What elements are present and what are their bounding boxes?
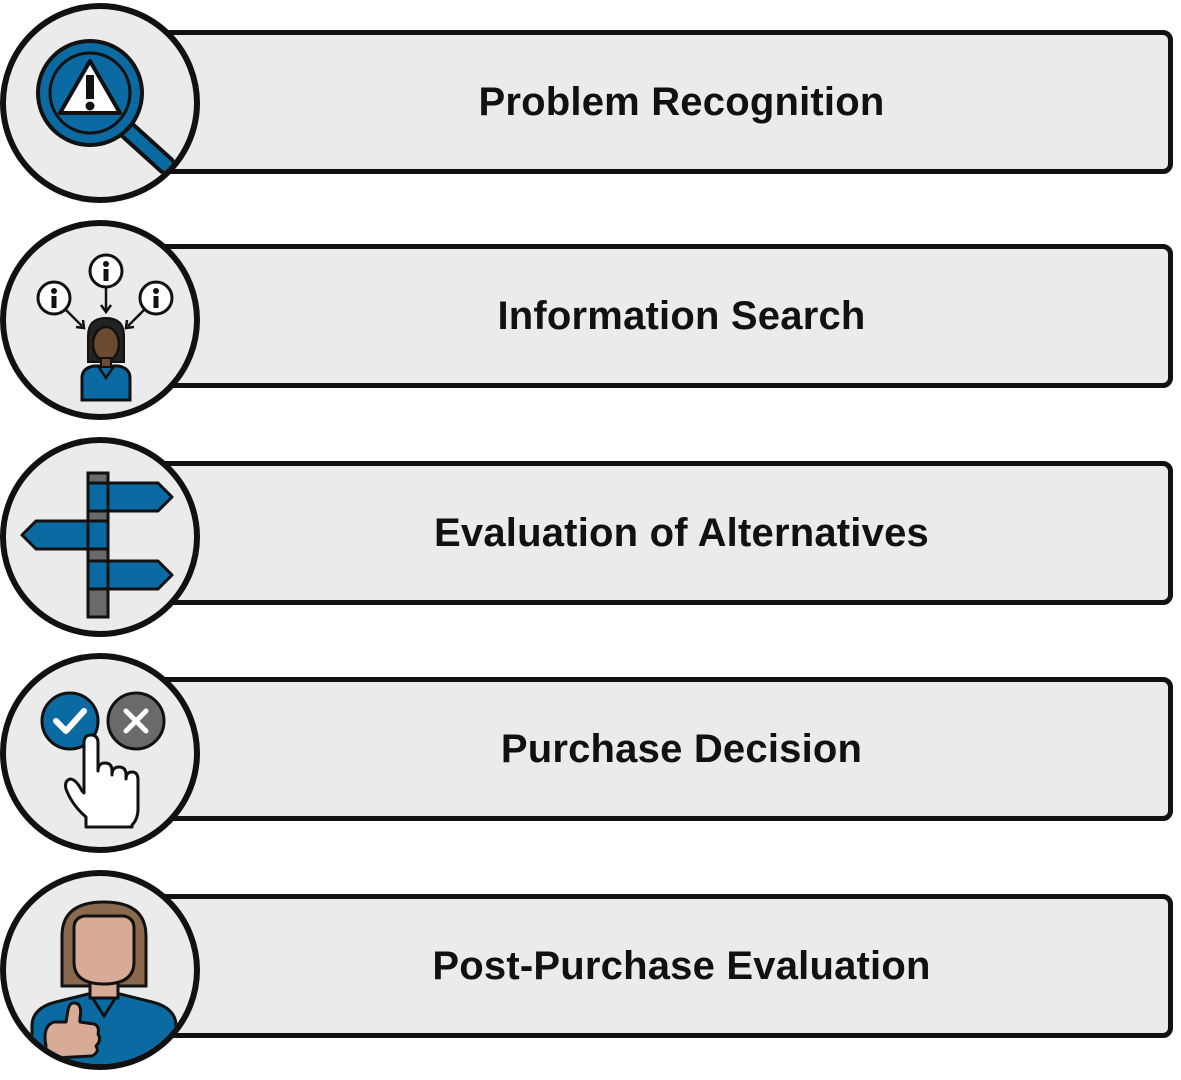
step-bar: Evaluation of Alternatives bbox=[150, 461, 1173, 605]
step-icon-circle bbox=[0, 870, 200, 1070]
step-icon-circle bbox=[0, 3, 200, 203]
accept-reject-hand-icon bbox=[40, 691, 166, 829]
step-icon-circle bbox=[0, 437, 200, 637]
step-label: Information Search bbox=[497, 293, 866, 338]
step-problem-recognition: Problem Recognition bbox=[0, 3, 1181, 213]
step-bar: Problem Recognition bbox=[150, 30, 1173, 174]
step-bar: Purchase Decision bbox=[150, 677, 1173, 821]
step-information-search: Information Search bbox=[0, 220, 1181, 430]
step-label: Post-Purchase Evaluation bbox=[432, 943, 931, 988]
step-post-purchase-evaluation: Post-Purchase Evaluation bbox=[0, 870, 1181, 1080]
thumbs-up-person-icon bbox=[30, 900, 178, 1064]
step-label: Problem Recognition bbox=[478, 79, 885, 124]
step-label: Purchase Decision bbox=[500, 726, 863, 771]
step-bar: Information Search bbox=[150, 244, 1173, 388]
signpost-icon bbox=[20, 471, 174, 619]
step-icon-circle bbox=[0, 220, 200, 420]
step-icon-circle bbox=[0, 653, 200, 853]
step-label: Evaluation of Alternatives bbox=[434, 510, 929, 555]
magnifier-warning-icon bbox=[36, 39, 176, 175]
person-information-icon bbox=[36, 253, 174, 402]
step-evaluation-of-alternatives: Evaluation of Alternatives bbox=[0, 437, 1181, 647]
step-bar: Post-Purchase Evaluation bbox=[150, 894, 1173, 1038]
step-purchase-decision: Purchase Decision bbox=[0, 653, 1181, 863]
